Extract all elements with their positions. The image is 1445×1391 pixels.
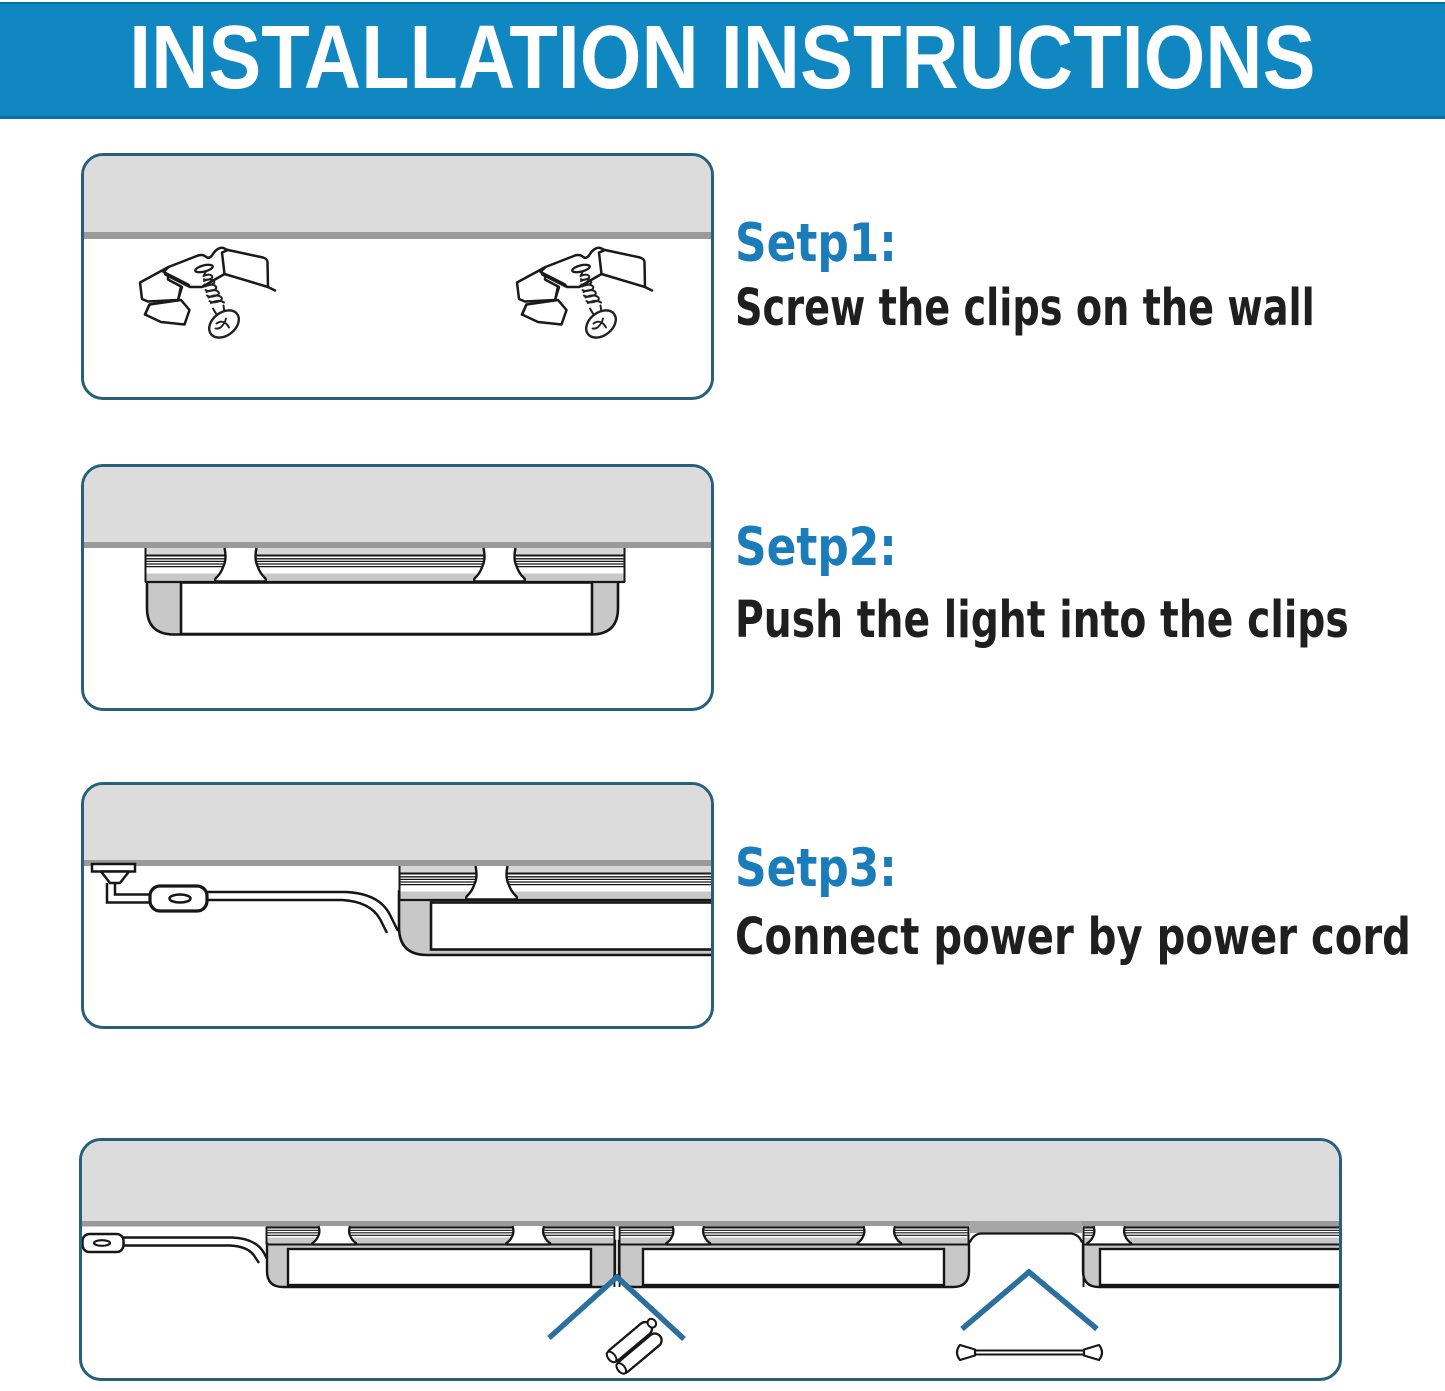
rail-clip-icon <box>310 1224 358 1246</box>
step1-instruction: Screw the clips on the wall <box>735 283 1445 334</box>
step3-instruction-text: Connect power by power cord <box>735 908 1411 967</box>
step1-label: Setp1: <box>735 217 930 270</box>
wall-plug-icon <box>90 862 150 904</box>
linked-lights-illustration <box>82 1141 1339 1375</box>
step1-instruction-text: Screw the clips on the wall <box>735 279 1315 338</box>
ceiling-band <box>82 1141 1339 1221</box>
wall-band-edge <box>84 232 711 239</box>
step3-label: Setp3: <box>735 842 930 895</box>
step2-label: Setp2: <box>735 521 930 574</box>
step1-figure-panel <box>81 153 714 400</box>
step1-label-text: Setp1: <box>735 213 897 274</box>
mounting-clip-screw-icon <box>515 246 654 345</box>
light-diffuser <box>1098 1247 1339 1287</box>
light-diffuser <box>179 581 594 636</box>
step2-figure-panel <box>81 464 714 711</box>
mounting-clip-screw-icon <box>138 246 277 345</box>
linking-figure-panel <box>79 1138 1342 1381</box>
cord-plug-icon <box>82 1232 125 1254</box>
clips-on-wall-illustration <box>84 156 711 345</box>
light-diffuser <box>429 901 711 951</box>
light-bar-1 <box>265 1224 617 1289</box>
rail-clip-icon <box>1085 1224 1133 1246</box>
rail-clip-icon <box>664 1224 712 1246</box>
light-diffuser <box>641 1247 946 1287</box>
cord-line <box>123 1236 271 1264</box>
cord-switch-icon <box>148 884 209 913</box>
wall-band-edge <box>84 860 711 866</box>
connector-cable-icon <box>955 1343 1104 1362</box>
seamless-connector-icon <box>605 1317 663 1375</box>
arrow-up-chevron-icon <box>547 1273 686 1342</box>
wall-band-edge <box>84 542 711 548</box>
rail-clip-icon <box>504 1224 552 1246</box>
light-bar-2 <box>617 1224 971 1289</box>
step2-instruction-text: Push the light into the clips <box>735 591 1349 650</box>
page-title: INSTALLATION INSTRUCTIONS <box>129 8 1316 108</box>
arrow-up-chevron-icon <box>960 1268 1099 1332</box>
wall-band <box>84 785 711 860</box>
rail-clip-icon <box>855 1224 903 1246</box>
light-bar-rail <box>398 866 711 902</box>
step2-label-text: Setp2: <box>735 517 897 578</box>
power-cord-line <box>207 890 400 934</box>
wall-band <box>84 156 711 232</box>
step3-figure-panel <box>81 782 714 1029</box>
gap-ceiling-strip <box>968 1221 1084 1243</box>
power-cord-illustration <box>84 785 711 957</box>
banner: INSTALLATION INSTRUCTIONS <box>0 2 1445 119</box>
light-diffuser <box>286 1247 593 1287</box>
wall-band <box>84 467 711 542</box>
step2-instruction: Push the light into the clips <box>735 595 1445 646</box>
light-bar-3 <box>1081 1224 1339 1289</box>
step3-label-text: Setp3: <box>735 838 897 899</box>
step3-instruction: Connect power by power cord <box>735 912 1445 963</box>
light-into-clips-illustration <box>84 467 711 636</box>
ceiling-band-edge <box>82 1221 1339 1227</box>
